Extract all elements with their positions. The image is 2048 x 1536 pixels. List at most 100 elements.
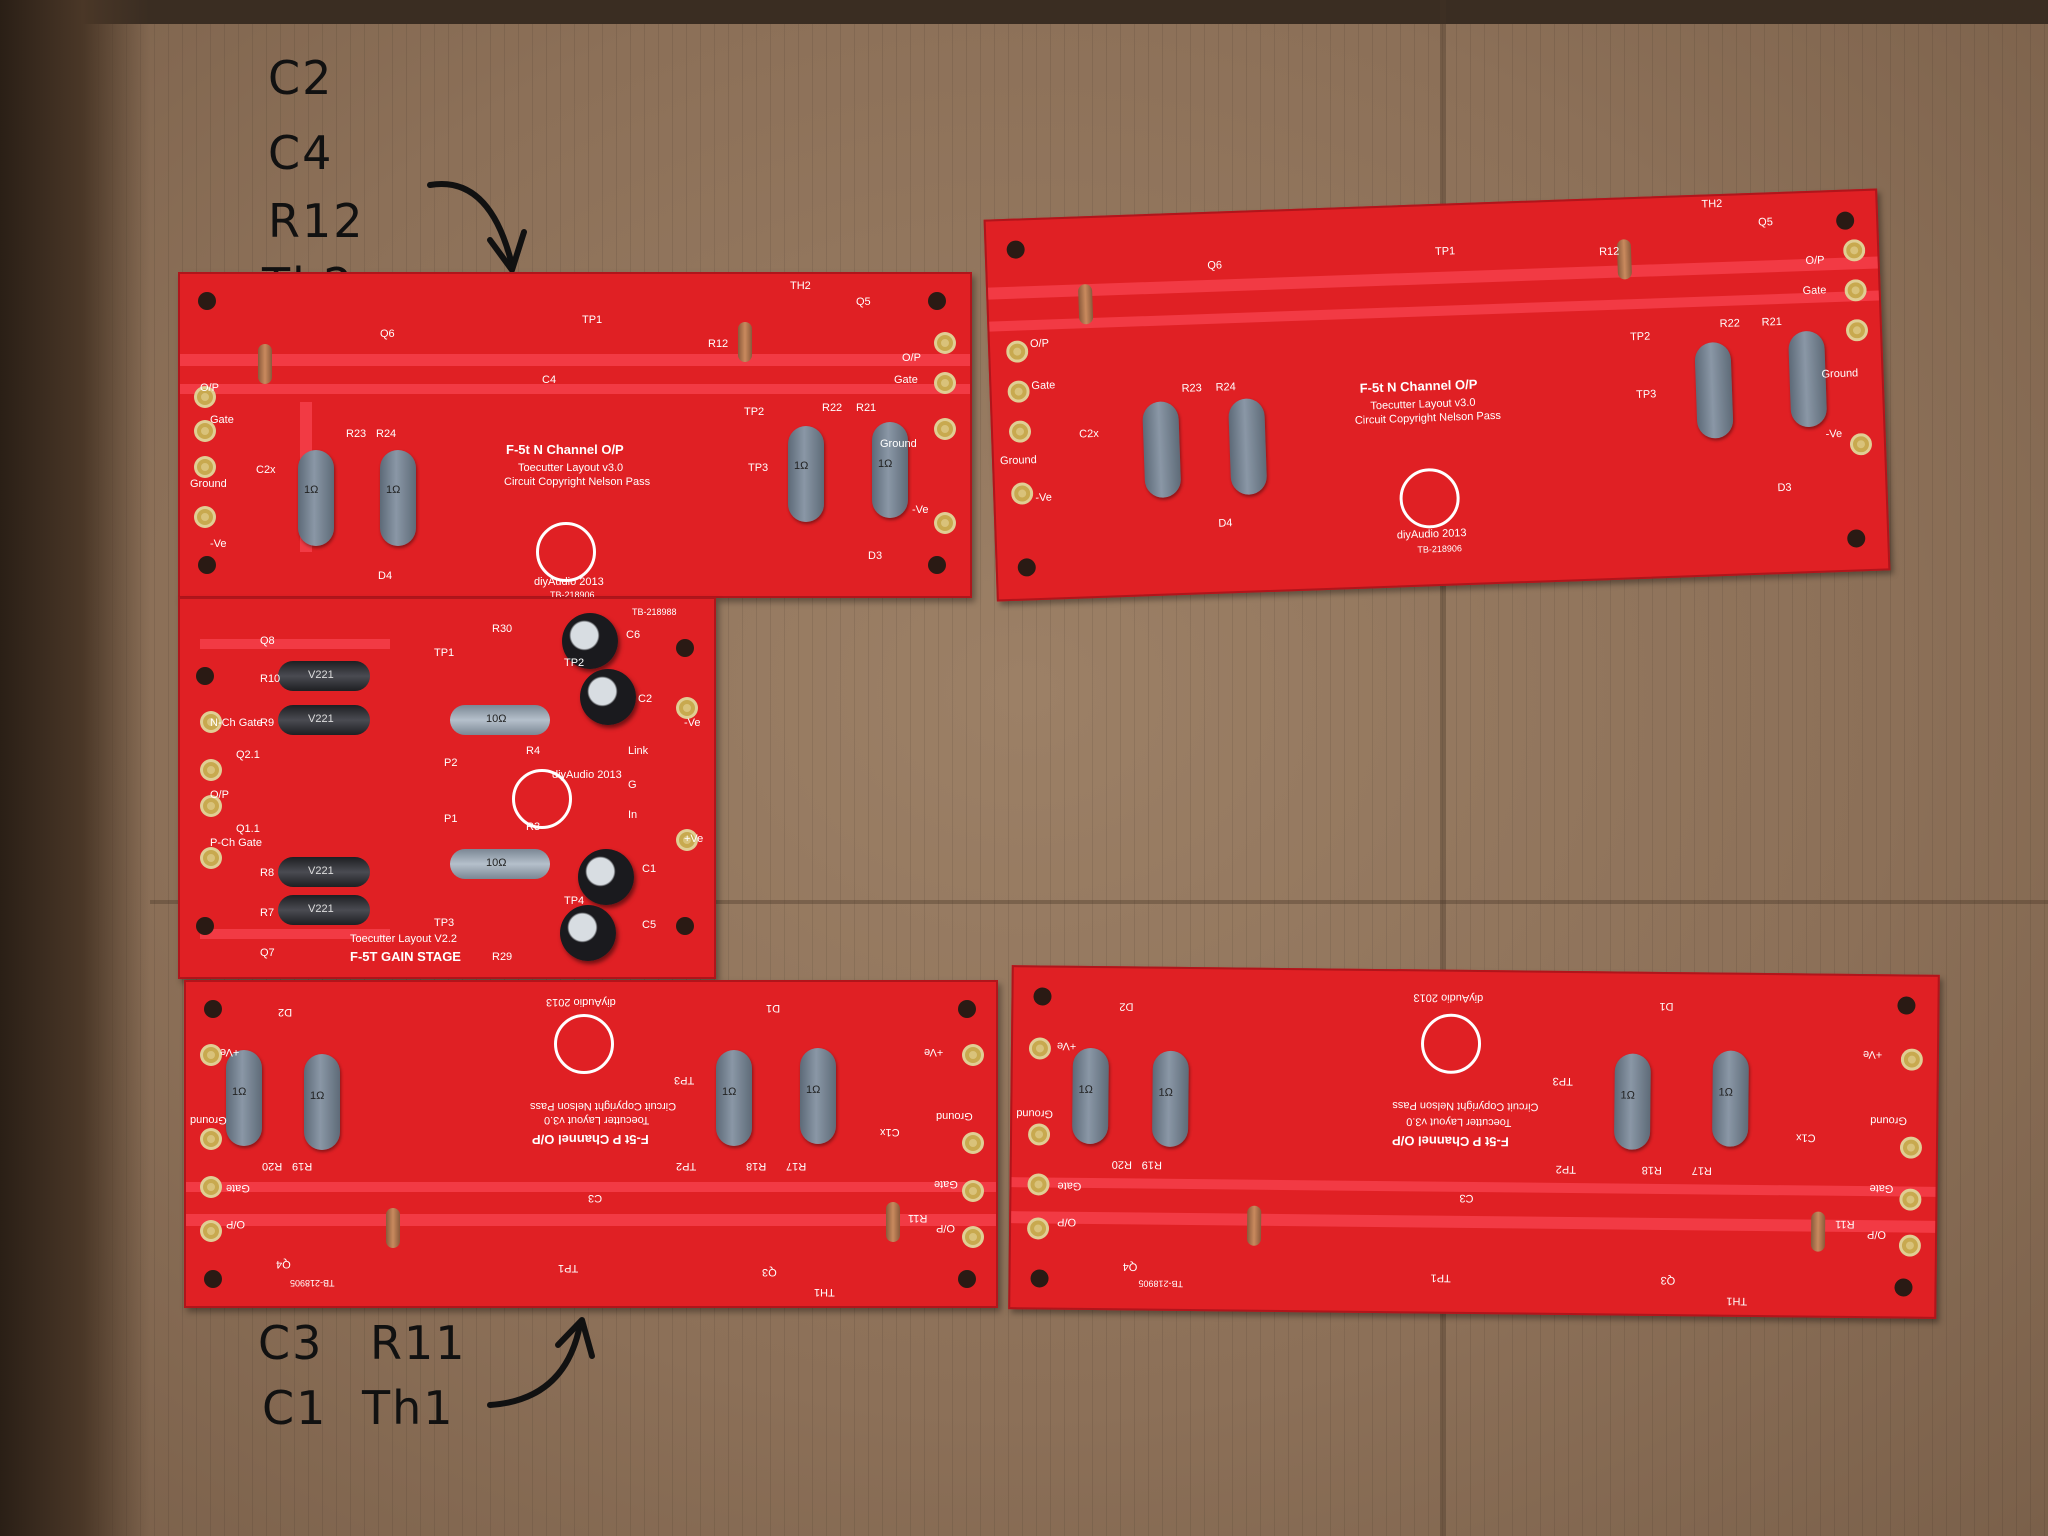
- board-brand: diyAudio 2013: [1413, 991, 1484, 1005]
- pin-label: Gate: [1031, 379, 1056, 393]
- dark-left-edge: [0, 0, 150, 1536]
- part-label: R29: [492, 951, 513, 963]
- part-label: R17: [1691, 1164, 1712, 1177]
- arrow-down-icon: [427, 181, 527, 273]
- part-label: TP3: [1552, 1074, 1573, 1088]
- pin-label: -Ve: [912, 504, 929, 516]
- pcb-n-channel-right: O/P Gate Ground -Ve O/P Gate Ground -Ve …: [983, 188, 1891, 602]
- board-serial: TB-218906: [550, 590, 595, 600]
- part-label: R4: [526, 745, 541, 757]
- pin-label: Ground: [1870, 1114, 1908, 1127]
- part-label: Q7: [260, 947, 275, 959]
- part-label: C3: [588, 1192, 603, 1204]
- pin-label: O/P: [1029, 337, 1050, 351]
- part-label: R10: [260, 673, 281, 685]
- resistor-value: 10Ω: [486, 857, 507, 869]
- board-title: F-5T GAIN STAGE: [350, 949, 461, 964]
- board-title: F-5t N Channel O/P: [1359, 376, 1478, 396]
- board-brand: diyAudio 2013: [546, 996, 616, 1008]
- board-layout: Toecutter Layout V2.2: [350, 933, 458, 945]
- part-label: C1x: [880, 1126, 900, 1138]
- handwritten-note: R12: [268, 194, 365, 248]
- handwritten-note: C3: [258, 1316, 324, 1370]
- part-label: TP2: [1555, 1162, 1576, 1176]
- cardboard-seam: [150, 900, 2048, 904]
- pin-label: Ground: [936, 1110, 973, 1122]
- part-label: C6: [626, 629, 641, 641]
- part-label: Q3: [1660, 1273, 1676, 1287]
- pin-label: Ground: [1016, 1107, 1054, 1120]
- board-copyright: Circuit Copyright Nelson Pass: [1392, 1099, 1539, 1113]
- board-serial: TB-218905: [290, 1278, 335, 1288]
- part-label: R12: [1598, 245, 1620, 259]
- board-serial: TB-218906: [1417, 543, 1463, 555]
- pin-label: Ground: [999, 454, 1037, 468]
- pcb-n-channel-left: O/P Gate Ground -Ve O/P Gate Ground -Ve …: [178, 272, 972, 600]
- pin-label: -Ve: [1825, 427, 1843, 441]
- part-label: TP3: [674, 1074, 695, 1086]
- pin-label: In: [628, 809, 638, 821]
- pin-label: O/P: [1866, 1228, 1887, 1241]
- pcb-p-channel-right: +Ve Ground Gate O/P +Ve Ground Gate O/P …: [1008, 965, 1940, 1319]
- handwritten-note: C4: [268, 126, 334, 180]
- board-serial: TB-218988: [632, 607, 677, 617]
- part-label: C3: [1459, 1191, 1474, 1204]
- pin-label: Gate: [226, 1182, 250, 1194]
- pin-label: O/P: [1057, 1215, 1077, 1228]
- resistor-value: V221: [308, 903, 334, 915]
- board-layout: Toecutter Layout v3.0: [1406, 1115, 1512, 1129]
- part-label: R30: [492, 623, 513, 635]
- part-label: R18: [746, 1160, 767, 1172]
- part-label: R11: [1835, 1217, 1855, 1230]
- pin-label: O/P: [200, 382, 219, 394]
- part-label: R11: [908, 1212, 928, 1224]
- pin-label: Ground: [880, 438, 917, 450]
- resistor-value: V221: [308, 713, 334, 725]
- board-brand: diyAudio 2013: [552, 769, 622, 781]
- pin-label: Gate: [934, 1178, 958, 1190]
- part-label: R22: [822, 402, 843, 414]
- part-label: R8: [260, 867, 275, 879]
- part-label: C4: [542, 374, 557, 386]
- pin-label: Ground: [190, 1114, 227, 1126]
- part-label: C2: [638, 693, 653, 705]
- part-label: R23: [346, 428, 367, 440]
- part-label: R3: [526, 821, 541, 833]
- pin-label: +Ve: [1056, 1039, 1077, 1052]
- pin-label: +Ve: [684, 833, 704, 845]
- part-label: R19: [292, 1160, 313, 1172]
- part-label: TP2: [744, 406, 765, 418]
- resistor-value: 1Ω: [1718, 1086, 1733, 1099]
- pin-label: P-Ch Gate: [210, 837, 262, 849]
- handwritten-note: C2: [268, 51, 334, 105]
- resistor-value: V221: [308, 669, 334, 681]
- part-label: R12: [708, 338, 729, 350]
- part-label: TH2: [1701, 197, 1723, 211]
- part-label: TP3: [748, 462, 769, 474]
- part-label: TH1: [814, 1286, 835, 1298]
- pin-label: Gate: [1869, 1182, 1894, 1195]
- part-label: TP1: [558, 1262, 579, 1274]
- handwritten-note: R11: [370, 1316, 467, 1370]
- resistor-value: V221: [308, 865, 334, 877]
- board-copyright: Circuit Copyright Nelson Pass: [504, 476, 651, 488]
- resistor-value: 1Ω: [794, 460, 809, 472]
- part-label: Q3: [762, 1266, 777, 1278]
- dark-top-edge: [0, 0, 2048, 24]
- pin-label: +Ve: [1862, 1048, 1883, 1061]
- part-label: R24: [1215, 381, 1236, 394]
- part-label: Q4: [1122, 1260, 1138, 1273]
- board-title: F-5t N Channel O/P: [506, 442, 624, 457]
- part-label: TH2: [790, 280, 811, 292]
- resistor-value: 1Ω: [806, 1084, 821, 1096]
- part-label: R20: [262, 1160, 283, 1172]
- part-label: Q8: [260, 635, 275, 647]
- resistor-value: 1Ω: [386, 484, 401, 496]
- pin-label: Ground: [190, 478, 227, 490]
- part-label: TP3: [1635, 388, 1657, 402]
- resistor-value: 1Ω: [1620, 1089, 1635, 1102]
- pin-label: -Ve: [684, 717, 701, 729]
- part-label: D2: [278, 1006, 293, 1018]
- part-label: R21: [856, 402, 877, 414]
